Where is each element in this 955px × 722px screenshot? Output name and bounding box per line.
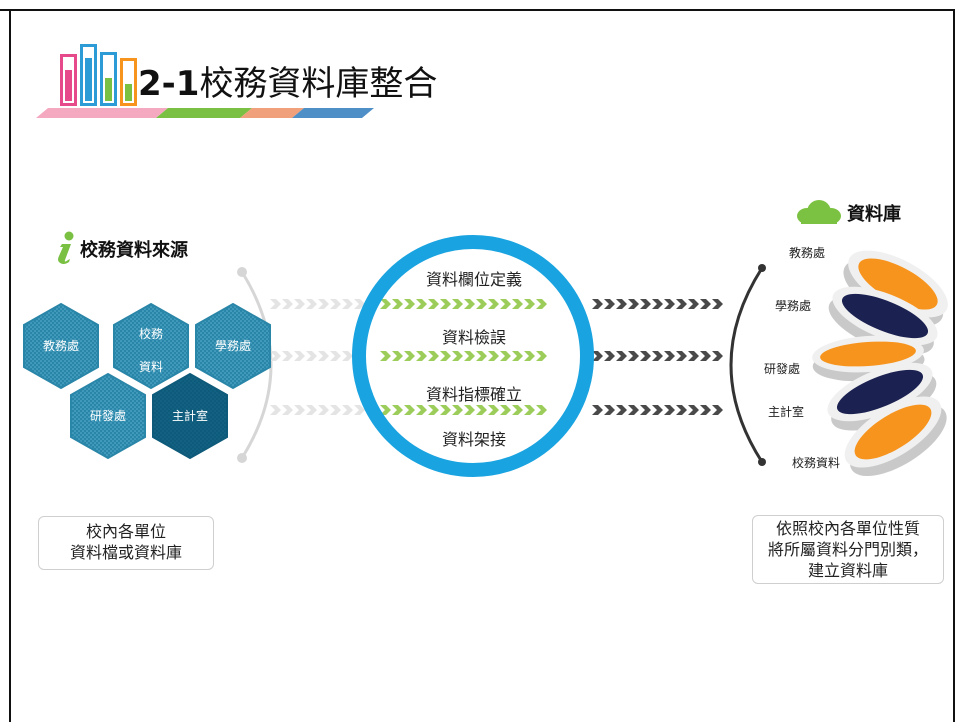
hex-label-academic: 教務處 — [43, 338, 79, 353]
db-disc-stack — [812, 250, 948, 477]
frame-left-border — [9, 9, 11, 722]
arrow-row-3 — [270, 405, 723, 415]
hex-label-student: 學務處 — [215, 339, 251, 353]
db-label-accounting: 主計室 — [768, 405, 805, 419]
hex-label-school-1: 校務 — [139, 326, 163, 341]
flow-step-2: 資料檢誤 — [441, 328, 506, 347]
right-note-line-2: 將所屬資料分門別類， — [767, 540, 928, 559]
right-note: 依照校內各單位性質 將所屬資料分門別類， 建立資料庫 — [752, 515, 944, 584]
cloud-icon — [797, 200, 841, 224]
flow-step-3: 資料指標確立 — [425, 385, 522, 404]
right-note-line-3: 建立資料庫 — [807, 561, 888, 580]
info-icon — [58, 231, 74, 264]
hex-label-accounting: 主計室 — [172, 408, 208, 423]
hex-label-school-2: 資料 — [139, 360, 163, 374]
hex-label-research: 研發處 — [90, 408, 126, 423]
left-arc-dot-top — [237, 267, 247, 277]
left-note-line-2: 資料檔或資料庫 — [69, 543, 182, 562]
db-disc-4 — [827, 362, 937, 431]
arrow-row-1 — [270, 299, 723, 309]
right-arc-dot-top — [758, 264, 766, 272]
db-label-school-data: 校務資料 — [792, 456, 841, 470]
left-note-line-1: 校內各單位 — [85, 522, 166, 541]
right-arc — [729, 267, 764, 463]
process-ring — [352, 235, 594, 477]
hex-accounting — [152, 372, 228, 460]
hex-research — [70, 372, 146, 460]
title-text: 校務資料庫整合 — [199, 64, 438, 104]
left-note: 校內各單位 資料檔或資料庫 — [38, 516, 214, 570]
source-label: 校務資料來源 — [80, 240, 188, 261]
title-logo-icon — [36, 44, 374, 118]
flow-step-1: 資料欄位定義 — [425, 270, 522, 289]
db-label-student: 學務處 — [775, 299, 812, 313]
db-label-research: 研發處 — [764, 362, 801, 376]
hex-school-data — [113, 302, 189, 390]
title-number: 2-1 — [138, 64, 200, 104]
frame-right-border — [953, 9, 955, 722]
left-arc-dot-bottom — [237, 453, 247, 463]
arrow-row-2 — [270, 351, 723, 361]
page-title: 2-1校務資料庫整合 — [138, 56, 437, 105]
db-disc-5 — [844, 396, 947, 477]
right-note-line-1: 依照校內各單位性質 — [775, 519, 920, 538]
db-disc-3 — [812, 335, 925, 382]
db-label-academic: 教務處 — [789, 246, 826, 260]
database-label: 資料庫 — [847, 204, 901, 225]
right-arc-dot-bottom — [758, 458, 766, 466]
frame-top-border — [0, 9, 955, 11]
flow-step-4: 資料架接 — [441, 430, 506, 449]
hex-student-affairs — [195, 302, 271, 390]
hex-academic — [23, 302, 99, 390]
